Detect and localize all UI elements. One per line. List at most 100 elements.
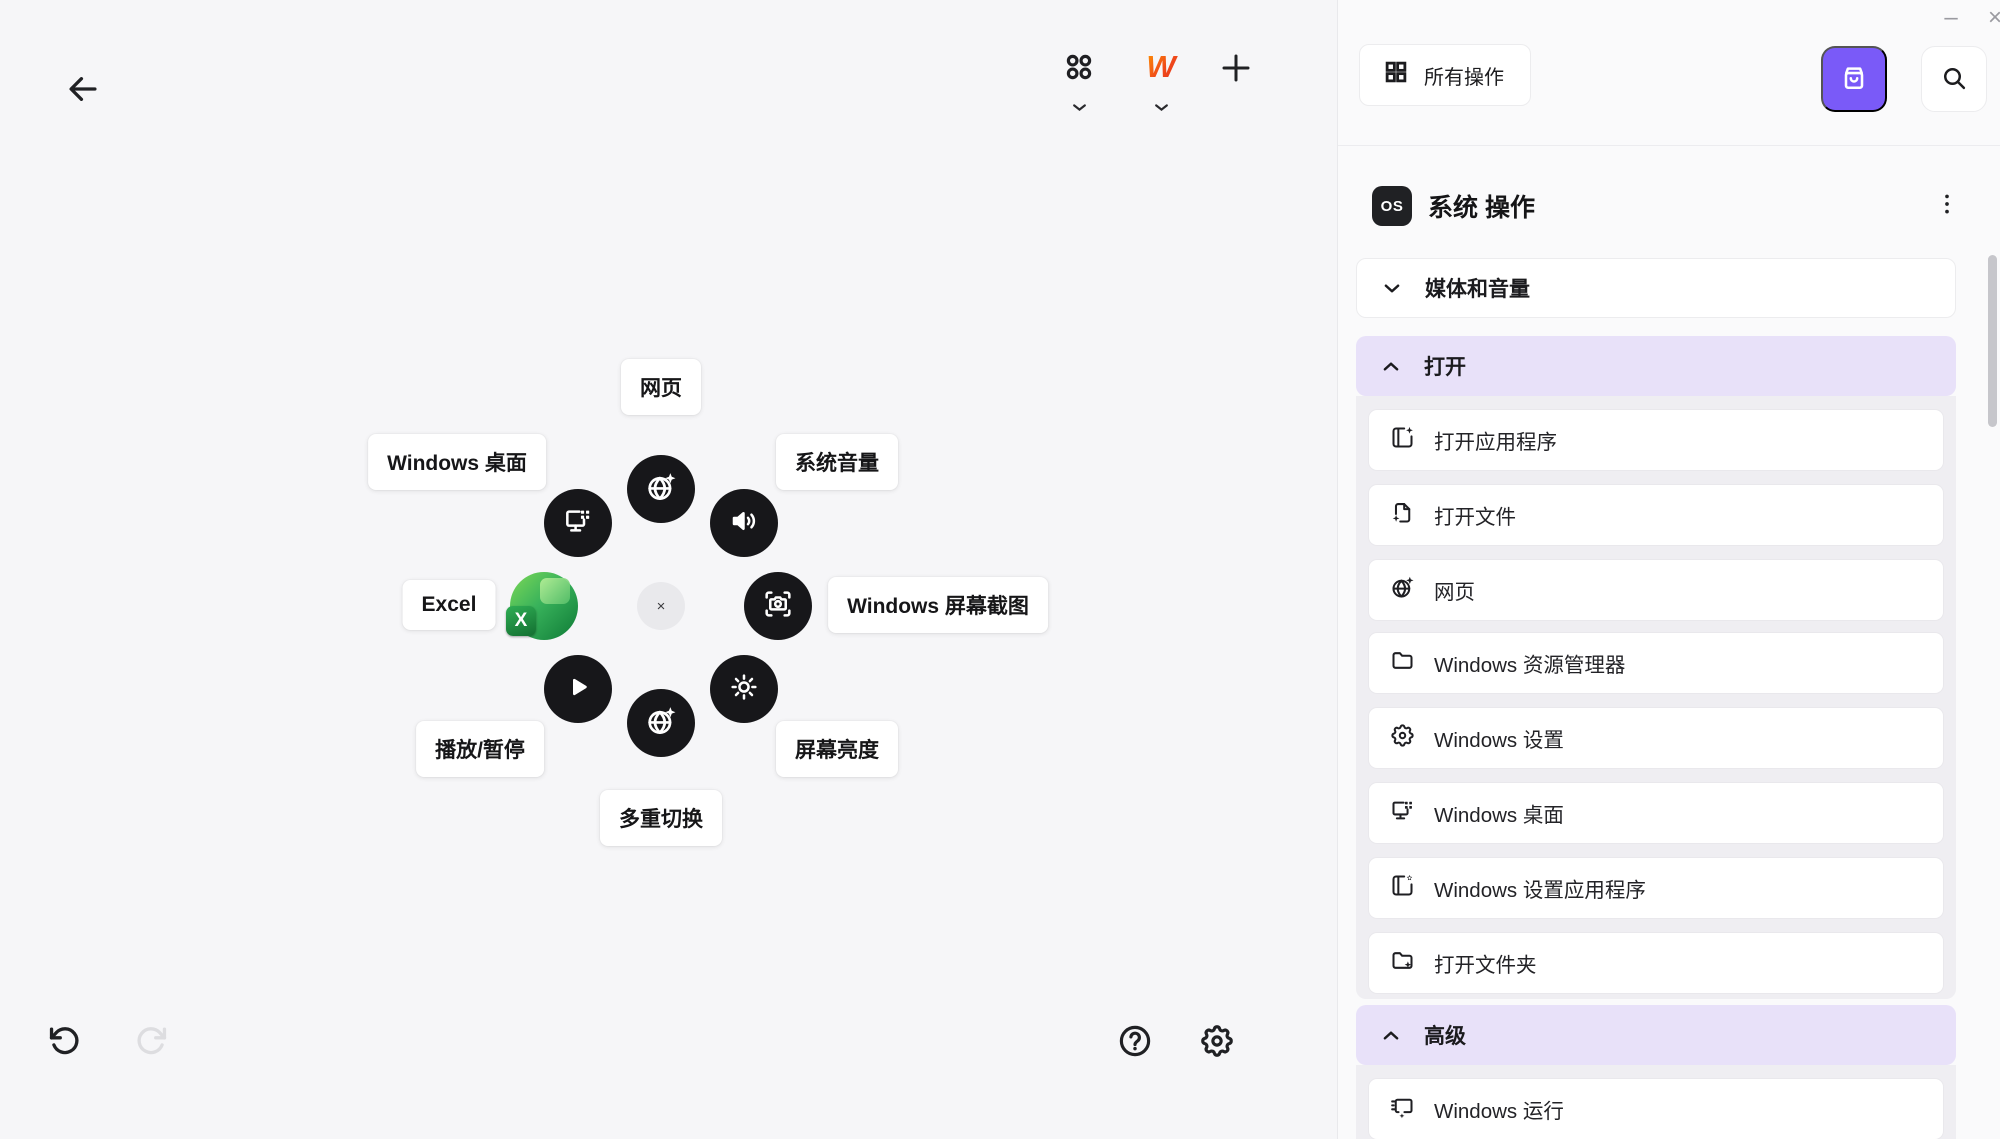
svg-text:W: W [1146, 49, 1178, 84]
radial-label: 屏幕亮度 [776, 721, 898, 777]
section-advanced-items: Windows 运行 [1356, 1065, 1956, 1139]
plus-icon [1218, 50, 1254, 86]
help-button[interactable] [1116, 1022, 1154, 1060]
redo-icon [132, 1022, 170, 1060]
radial-label: Windows 桌面 [368, 434, 546, 490]
gear-icon [1389, 722, 1416, 755]
section-header-media-volume[interactable]: 媒体和音量 [1356, 258, 1956, 318]
desktop-icon [1389, 797, 1416, 830]
chevron-down-icon [1154, 99, 1169, 117]
chevron-up-icon [1382, 1023, 1400, 1047]
globe-sparkle-icon [644, 704, 678, 743]
screenshot-camera-icon [762, 588, 794, 625]
arrow-left-icon [64, 70, 102, 108]
speaker-icon [728, 505, 760, 542]
action-item-label: 打开文件夹 [1434, 954, 1537, 977]
run-command-icon [1389, 1093, 1416, 1126]
action-item-label: Windows 运行 [1434, 1100, 1564, 1123]
chevron-up-icon [1382, 354, 1400, 378]
chevron-down-icon [1072, 99, 1087, 117]
action-item-label: Windows 资源管理器 [1434, 654, 1626, 677]
play-icon [563, 672, 593, 707]
folder-icon [1389, 647, 1416, 680]
section-open-items: 打开应用程序 打开文件 网页 Windows 资源管理器 [1356, 396, 1956, 999]
all-actions-button[interactable]: 所有操作 [1359, 44, 1531, 106]
radial-label: Windows 屏幕截图 [828, 577, 1048, 633]
radial-button-windows-desktop[interactable] [544, 489, 612, 557]
action-item-open-folder[interactable]: 打开文件夹 [1369, 933, 1943, 993]
section-label: 高级 [1424, 1025, 1466, 1048]
globe-sparkle-icon [644, 470, 678, 509]
radial-button-screenshot[interactable] [744, 572, 812, 640]
close-button[interactable]: × [1987, 4, 2000, 31]
radial-button-brightness[interactable] [710, 655, 778, 723]
editor-canvas: W × [46, 48, 1300, 1060]
action-item-open-file[interactable]: 打开文件 [1369, 485, 1943, 545]
action-item-windows-desktop[interactable]: Windows 桌面 [1369, 783, 1943, 843]
brightness-icon [728, 671, 760, 708]
add-page-button[interactable] [1218, 50, 1254, 86]
settings-button[interactable] [1198, 1022, 1236, 1060]
radial-center-close-button[interactable]: × [637, 582, 685, 630]
chevron-down-icon [1383, 276, 1401, 300]
page-tabbar: W [1040, 48, 1300, 138]
minimize-button[interactable]: – [1944, 4, 1958, 31]
section-media-volume: 媒体和音量 [1356, 258, 1956, 318]
kebab-menu-icon[interactable] [1934, 191, 1960, 222]
desktop-icon [562, 505, 594, 542]
radial-label: 多重切换 [600, 790, 722, 846]
undo-icon [46, 1022, 84, 1060]
store-bag-icon [1838, 62, 1870, 97]
action-item-label: 打开文件 [1434, 506, 1516, 529]
action-item-windows-settings-app[interactable]: Windows 设置应用程序 [1369, 858, 1943, 918]
folder-sparkle-icon [1389, 947, 1416, 980]
action-item-windows-settings[interactable]: Windows 设置 [1369, 708, 1943, 768]
gear-icon [1198, 1022, 1236, 1060]
action-item-label: Windows 设置 [1434, 729, 1564, 752]
file-sparkle-icon [1389, 499, 1416, 532]
action-item-label: Windows 设置应用程序 [1434, 879, 1646, 902]
radial-button-webpage[interactable] [627, 455, 695, 523]
section-header-open[interactable]: 打开 [1356, 336, 1956, 396]
radial-label: 系统音量 [776, 434, 898, 490]
action-item-file-explorer[interactable]: Windows 资源管理器 [1369, 633, 1943, 693]
radial-button-system-volume[interactable] [710, 489, 778, 557]
radial-label: 播放/暂停 [416, 721, 544, 777]
grid-dots-icon [1060, 48, 1098, 91]
section-label: 打开 [1424, 356, 1466, 379]
undo-button[interactable] [46, 1022, 84, 1060]
store-button[interactable] [1821, 46, 1887, 112]
wps-logo-icon: W [1135, 48, 1187, 91]
grid-squares-icon [1382, 58, 1410, 92]
action-item-label: Windows 桌面 [1434, 804, 1564, 827]
radial-label: 网页 [621, 359, 701, 415]
tab-wps-page-active[interactable]: W [1126, 48, 1196, 117]
radial-button-multi-toggle[interactable] [627, 689, 695, 757]
action-item-open-app[interactable]: 打开应用程序 [1369, 410, 1943, 470]
panel-scrollbar[interactable] [1988, 255, 1997, 427]
redo-button[interactable] [132, 1022, 170, 1060]
search-button[interactable] [1921, 46, 1987, 112]
section-open: 打开 [1356, 336, 1956, 396]
radial-label: Excel [402, 580, 496, 630]
os-badge: OS [1372, 186, 1412, 226]
action-item-webpage[interactable]: 网页 [1369, 560, 1943, 620]
group-title: 系统 操作 [1428, 194, 1535, 222]
window-controls: – × [1938, 4, 2000, 32]
help-icon [1116, 1022, 1154, 1060]
app-sparkle-icon [1389, 424, 1416, 457]
app-gear-icon [1389, 872, 1416, 905]
section-advanced: 高级 [1356, 1005, 1956, 1065]
radial-button-play-pause[interactable] [544, 655, 612, 723]
action-item-label: 打开应用程序 [1434, 431, 1557, 454]
excel-x-badge: X [506, 606, 536, 636]
action-group-header: OS 系统 操作 [1372, 186, 1960, 226]
action-item-windows-run[interactable]: Windows 运行 [1369, 1079, 1943, 1139]
action-item-label: 网页 [1434, 581, 1475, 604]
actions-panel: – × 所有操作 OS 系统 操作 [1337, 0, 2000, 1139]
section-header-advanced[interactable]: 高级 [1356, 1005, 1956, 1065]
radial-button-excel[interactable]: X [506, 572, 578, 640]
tab-pages-grid[interactable] [1044, 48, 1114, 117]
back-button[interactable] [64, 70, 102, 108]
